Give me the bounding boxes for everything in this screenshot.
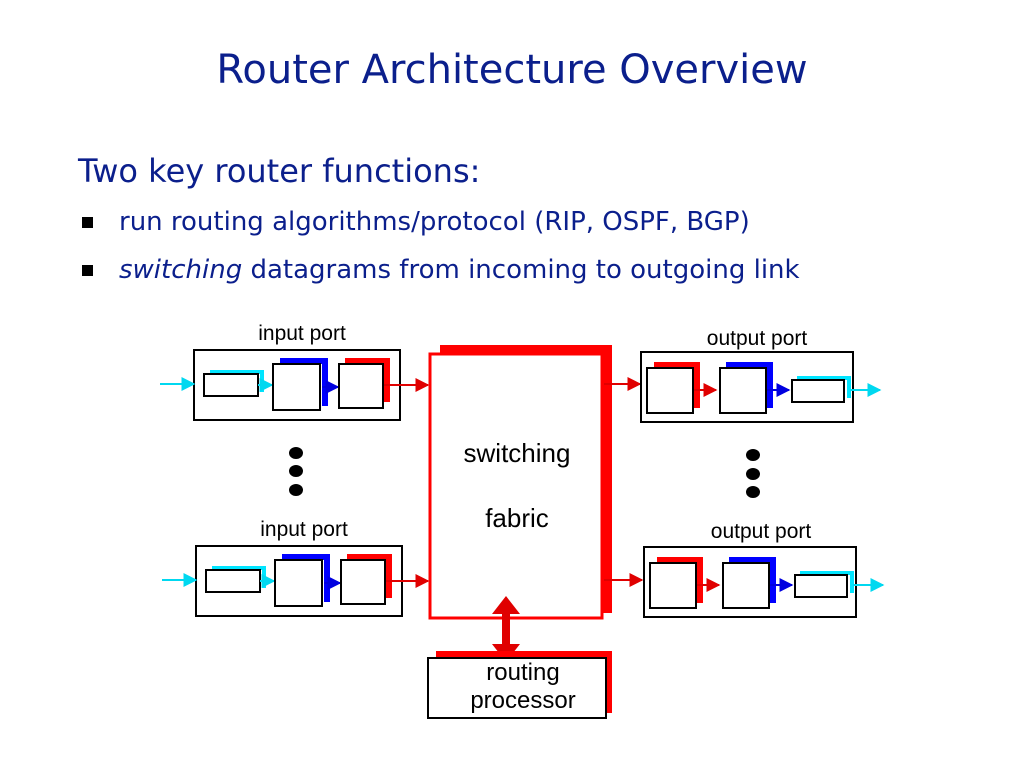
ellipsis-dot xyxy=(289,484,303,496)
link-layer-box xyxy=(272,363,321,411)
queue-box xyxy=(649,562,697,609)
line-termination-box xyxy=(794,574,848,598)
blue-shadow xyxy=(767,362,773,408)
fabric-label-line2: fabric xyxy=(485,503,549,533)
red-shadow xyxy=(694,362,700,408)
red-shadow xyxy=(347,554,391,560)
fabric-label-line1: switching xyxy=(464,438,571,468)
red-shadow xyxy=(697,557,703,603)
ellipsis-dot xyxy=(746,449,760,461)
ellipsis-dot xyxy=(289,447,303,459)
blue-shadow xyxy=(280,358,328,364)
cyan-shadow xyxy=(847,376,851,398)
cyan-shadow xyxy=(260,370,264,392)
lookup-queue-box xyxy=(338,363,384,409)
arrow-shaft xyxy=(502,612,510,654)
queue-box xyxy=(646,367,694,414)
blue-shadow xyxy=(324,554,330,602)
switching-fabric: switching fabric xyxy=(428,345,612,620)
input-ellipsis xyxy=(289,447,303,496)
red-shadow xyxy=(386,554,392,598)
bullet-item: switching datagrams from incoming to out… xyxy=(78,246,800,294)
blue-shadow xyxy=(726,362,773,368)
red-shadow xyxy=(657,557,703,563)
line-termination-box xyxy=(791,379,845,403)
bullet-item: run routing algorithms/protocol (RIP, OS… xyxy=(78,198,800,246)
output-port-top: output port xyxy=(640,327,882,423)
ellipsis-dot xyxy=(746,468,760,480)
blue-shadow xyxy=(729,557,776,563)
blue-shadow xyxy=(322,358,328,406)
cyan-shadow xyxy=(210,370,264,374)
blue-shadow xyxy=(770,557,776,603)
output-port-bottom: output port xyxy=(643,520,885,618)
red-shadow xyxy=(384,358,390,402)
blue-shadow xyxy=(282,554,330,560)
bullet-emphasis: switching xyxy=(119,255,243,285)
output-port-label: output port xyxy=(711,520,812,543)
cyan-shadow xyxy=(800,571,854,575)
cyan-shadow xyxy=(850,571,854,593)
cyan-shadow xyxy=(262,566,266,588)
fabric-box xyxy=(428,352,604,620)
bullet-list: run routing algorithms/protocol (RIP, OS… xyxy=(78,198,800,294)
lookup-queue-box xyxy=(340,559,386,605)
square-bullet-icon xyxy=(82,216,93,228)
link-layer-box xyxy=(274,559,323,607)
input-port-bottom: input port xyxy=(162,518,430,617)
link-layer-box xyxy=(719,367,767,414)
slide-title: Router Architecture Overview xyxy=(216,47,808,93)
bullet-text: run routing algorithms/protocol (RIP, OS… xyxy=(119,207,750,237)
red-shadow xyxy=(345,358,389,364)
input-port-label: input port xyxy=(260,518,348,541)
cyan-shadow xyxy=(797,376,851,380)
input-port-label: input port xyxy=(258,322,346,345)
output-port-label: output port xyxy=(707,327,808,350)
intro-heading: Two key router functions: xyxy=(78,152,481,190)
ellipsis-dot xyxy=(746,486,760,498)
bullet-text: datagrams from incoming to outgoing link xyxy=(250,255,800,285)
processor-label-line1: routing xyxy=(486,659,559,686)
processor-label-line2: processor xyxy=(470,687,575,714)
arrow-head-up xyxy=(492,596,520,614)
line-termination-box xyxy=(205,569,261,593)
cyan-shadow xyxy=(212,566,266,570)
square-bullet-icon xyxy=(82,264,93,276)
red-shadow xyxy=(654,362,700,368)
link-layer-box xyxy=(722,562,770,609)
line-termination-box xyxy=(203,373,259,397)
ellipsis-dot xyxy=(289,465,303,477)
output-ellipsis xyxy=(746,449,760,498)
input-port-top: input port xyxy=(160,322,430,421)
routing-processor: routing processor xyxy=(427,651,612,719)
processor-box xyxy=(427,657,607,719)
